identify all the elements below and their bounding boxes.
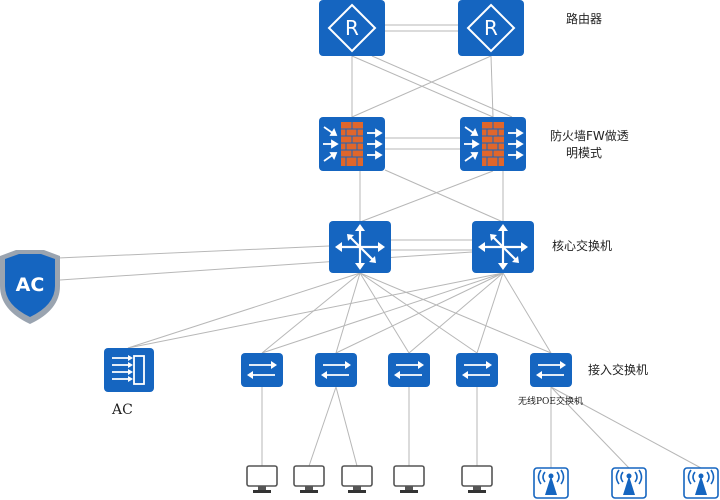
computer-icon [393,465,425,494]
computer-icon [246,465,278,494]
core-switch-label: 核心交换机 [552,239,613,253]
wireless-ap-icon [683,467,719,499]
core-access-link [335,272,361,354]
core-ac-link [57,245,330,259]
computer-icon [293,465,325,494]
ac-controller-label: AC [112,402,133,418]
wireless-ap-icon [533,467,569,499]
core-access-link [261,272,504,354]
ac-shield-icon: AC [0,250,60,324]
firewall-label-line1: 防火墙FW做透 [550,129,629,143]
access-switch-label: 接入交换机 [588,363,649,377]
firewall-label-line2: 明模式 [566,146,603,160]
computer-icon [341,465,373,494]
access-switch-icon [387,352,431,388]
core-access-link [408,272,504,354]
wireless-ap-icon [611,467,647,499]
poe-switch-label: 无线POE交换机 [518,397,584,407]
poe-switch-icon [529,352,573,388]
core-access-link [261,272,361,354]
firewall-core-link [359,170,494,223]
core-access-link [502,272,552,354]
core-switch-icon [327,219,393,275]
core-access-link [359,272,410,354]
router-firewall-link [490,55,494,118]
access-endpoint-link [308,386,337,467]
core-access-link [476,272,504,354]
computer-icon [461,465,493,494]
poe-ap-link [550,386,630,469]
firewall-icon [318,116,386,172]
access-endpoint-link [335,386,358,467]
ac-shield-label: AC [16,274,45,296]
router-icon [318,0,386,57]
core-access-link [127,272,504,349]
access-switch-icon [240,352,284,388]
core-switch-icon [470,219,536,275]
access-switch-icon [314,352,358,388]
core-access-link [335,272,504,354]
connection-lines [57,24,702,469]
poe-ap-link [550,386,702,469]
router-firewall-link [351,55,492,118]
router-label: 路由器 [566,12,603,26]
router-firewall-link [371,55,513,118]
ac-controller-icon [103,347,155,393]
firewall-icon [459,116,527,172]
core-ac-link [59,251,473,281]
router-icon [457,0,525,57]
access-switch-icon [455,352,499,388]
firewall-core-link [384,169,504,223]
core-access-link [127,272,361,349]
